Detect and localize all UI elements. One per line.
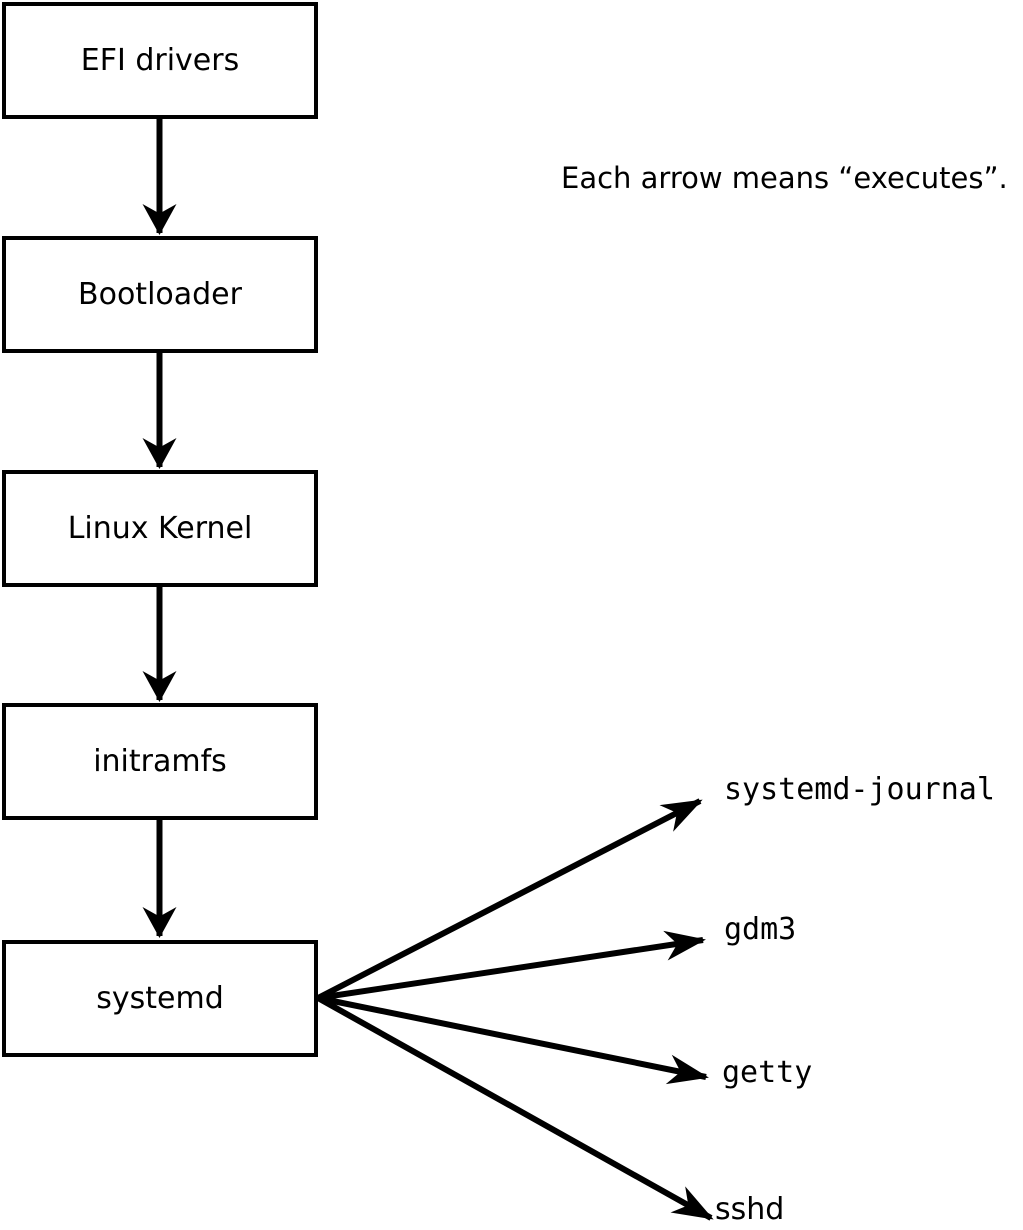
arrow-systemd-to-gdm3 — [317, 930, 706, 1001]
box-efi-drivers-label: EFI drivers — [80, 42, 240, 78]
spawned-process-sshd: sshd — [715, 1192, 785, 1227]
box-bootloader-label: Bootloader — [78, 276, 242, 312]
box-systemd: systemd — [2, 940, 318, 1057]
arrow-systemd-to-journal — [316, 798, 703, 1001]
box-systemd-label: systemd — [96, 980, 224, 1016]
box-initramfs-label: initramfs — [93, 743, 227, 779]
arrow-systemd-to-getty — [317, 995, 709, 1085]
box-linux-kernel: Linux Kernel — [2, 470, 318, 587]
box-bootloader: Bootloader — [2, 236, 318, 353]
box-efi-drivers: EFI drivers — [2, 2, 318, 119]
box-linux-kernel-label: Linux Kernel — [67, 510, 253, 546]
spawned-process-gdm3: gdm3 — [724, 912, 797, 947]
spawned-process-getty: getty — [722, 1055, 813, 1090]
arrow-systemd-to-sshd — [316, 995, 714, 1221]
box-initramfs: initramfs — [2, 703, 318, 820]
arrow-meaning-caption: Each arrow means “executes”. — [561, 161, 1008, 195]
spawned-process-systemd-journal: systemd-journal — [724, 772, 995, 807]
